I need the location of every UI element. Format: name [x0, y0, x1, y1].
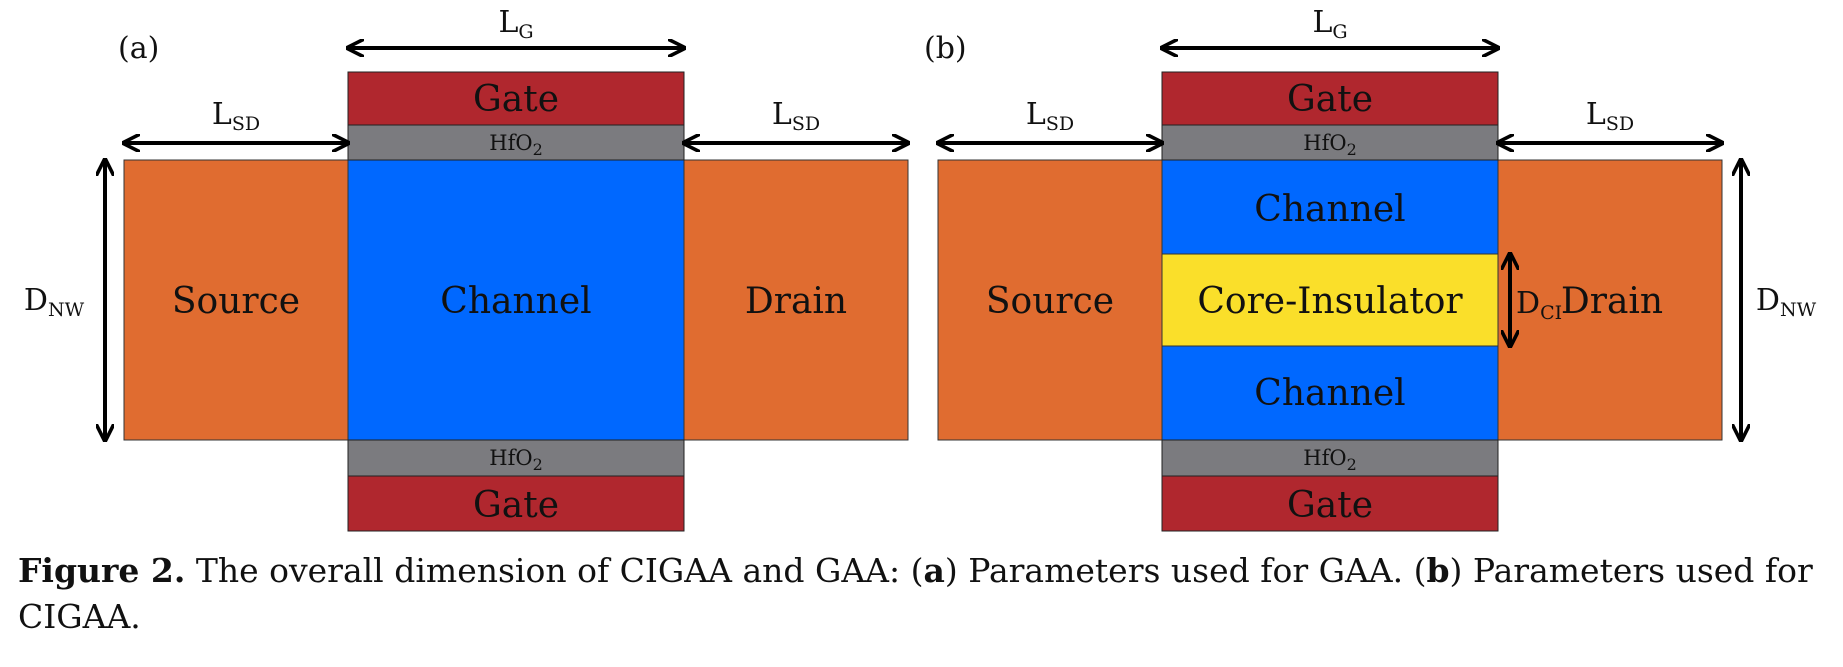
panel-a-lsd-left-label: LSD [212, 97, 260, 135]
panel-b-dci-label: DCI [1516, 286, 1562, 324]
panel-a-gate-bottom [347, 475, 685, 532]
panel-a-drain-region [683, 159, 909, 441]
panel-b-source-label: Source [986, 281, 1114, 322]
panel-b-oxide-bottom [1161, 439, 1499, 477]
panel-b-lsd-left-label: LSD [1026, 97, 1074, 135]
panel-b-gate-bottom [1161, 475, 1499, 532]
panel-b-lsd-right-label: LSD [1586, 97, 1634, 135]
panel-b-channel-top-label: Channel [1254, 189, 1405, 230]
panel-a-lg-label: LG [498, 5, 533, 43]
panel-a-gate-top [347, 71, 685, 126]
caption-text-3: ) Parameters used for CIGAA. [18, 551, 1813, 636]
panel-a-gate-bottom-label: Gate [473, 485, 559, 526]
caption-b: b [1426, 551, 1450, 590]
caption-a: a [923, 551, 945, 590]
panel-b-gate-top [1161, 71, 1499, 126]
panel-b-gate-top-label: Gate [1287, 79, 1373, 120]
panel-b-drain-region [1497, 159, 1723, 441]
panel-b-drain-label: Drain [1561, 281, 1663, 322]
panel-a-source-label: Source [172, 281, 300, 322]
panel-a-gate-top-label: Gate [473, 79, 559, 120]
panel-a-oxide-top [347, 124, 685, 161]
panel-b-dnw-label: DNW [1756, 283, 1817, 321]
panel-b-channel-bottom-region [1161, 345, 1499, 441]
panel-a-channel-label: Channel [440, 281, 591, 322]
device-cross-section-figure: (a) Source Channel Drain Gate Gate HfO2 … [24, 5, 1817, 532]
caption-text-2: ) Parameters used for GAA. ( [944, 551, 1427, 590]
panel-b-gate-bottom-label: Gate [1287, 485, 1373, 526]
panel-a-oxide-top-label: HfO2 [489, 131, 543, 159]
panel-b: (b) Source Channel Core-Insulator Channe… [924, 5, 1817, 532]
panel-a-lsd-right-label: LSD [772, 97, 820, 135]
panel-b-source-region [937, 159, 1163, 441]
caption-figure-label: Figure 2. [18, 551, 186, 590]
panel-b-lg-label: LG [1312, 5, 1347, 43]
panel-a-drain-label: Drain [745, 281, 847, 322]
panel-a-dnw-label: DNW [24, 283, 85, 321]
panel-b-core-insulator-label: Core-Insulator [1197, 281, 1463, 322]
caption-text-1: The overall dimension of CIGAA and GAA: … [185, 551, 924, 590]
figure-caption: Figure 2. The overall dimension of CIGAA… [18, 548, 1828, 640]
panel-b-oxide-top-label: HfO2 [1303, 131, 1357, 159]
panel-b-channel-top-region [1161, 159, 1499, 255]
panel-a: (a) Source Channel Drain Gate Gate HfO2 … [24, 5, 909, 532]
panel-b-label: (b) [924, 31, 967, 66]
panel-a-oxide-bottom [347, 439, 685, 477]
panel-a-source-region [123, 159, 349, 441]
panel-b-core-insulator-region [1161, 253, 1499, 347]
panel-b-channel-bottom-label: Channel [1254, 373, 1405, 414]
panel-b-oxide-bottom-label: HfO2 [1303, 446, 1357, 474]
panel-a-label: (a) [118, 31, 159, 66]
panel-a-channel-region [347, 159, 685, 441]
panel-a-oxide-bottom-label: HfO2 [489, 446, 543, 474]
